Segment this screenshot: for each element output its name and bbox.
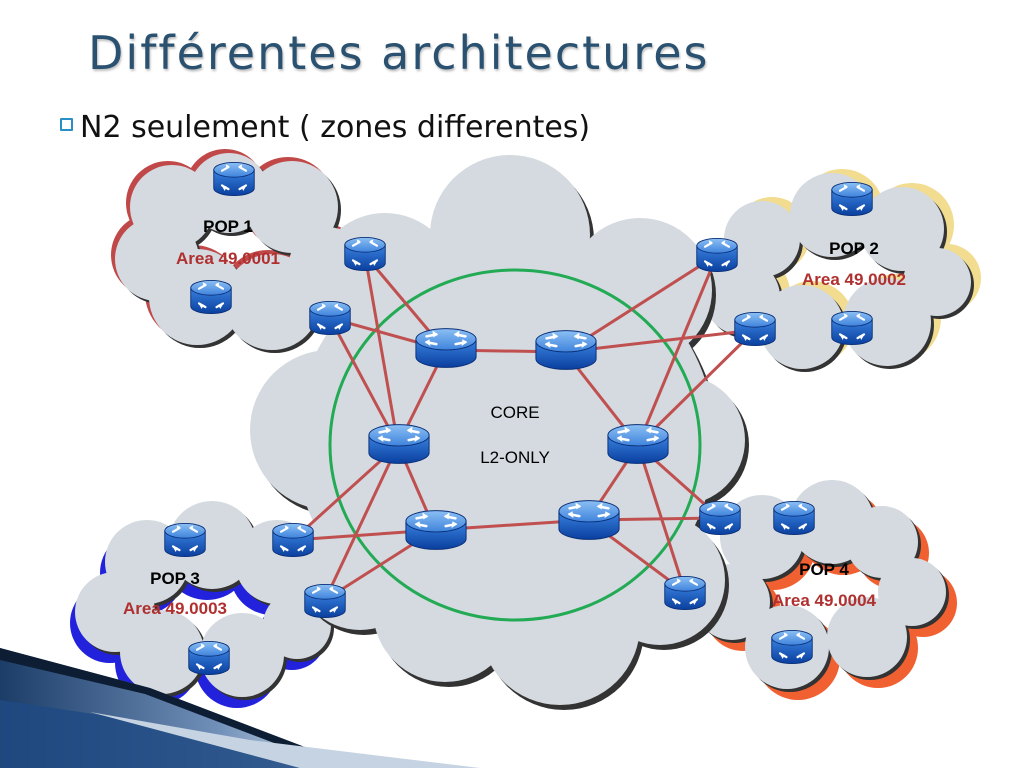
router-icon (772, 500, 816, 536)
router-icon (698, 500, 742, 536)
router-icon (404, 509, 468, 551)
router-icon (271, 522, 315, 558)
router-icon (606, 423, 670, 465)
router-icon (343, 236, 387, 272)
router-icon (830, 181, 874, 217)
slide-subtitle: N2 seulement ( zones differentes) (80, 110, 591, 145)
core-sublabel: L2-ONLY (480, 448, 550, 467)
router-icon (534, 329, 598, 371)
router-icon (557, 499, 621, 541)
core-ring (328, 268, 702, 622)
router-icon (187, 640, 231, 676)
pop1-name: POP 1 (203, 217, 253, 236)
router-icon (733, 311, 777, 347)
pop3-cloud (70, 501, 334, 708)
router-icon (163, 522, 207, 558)
router-icon (303, 583, 347, 619)
corner-swoosh (0, 648, 480, 768)
router-icon (770, 629, 814, 665)
core-label: CORE (490, 403, 539, 422)
router-icon (212, 161, 256, 197)
router-icon (308, 300, 352, 336)
router-icon (695, 237, 739, 273)
pop2-area: Area 49.0002 (802, 270, 906, 289)
router-icon (830, 310, 874, 346)
pop1-area: Area 49.0001 (176, 249, 280, 268)
pop4-name: POP 4 (799, 560, 849, 579)
pop4-area: Area 49.0004 (772, 591, 877, 610)
pop2-name: POP 2 (829, 239, 879, 258)
slide-title: Différentes architectures (88, 26, 710, 80)
router-icon (663, 575, 707, 611)
pop3-name: POP 3 (150, 569, 200, 588)
router-icon (414, 327, 478, 369)
bullet-marker (60, 118, 73, 131)
router-icon (189, 279, 233, 315)
pop3-area: Area 49.0003 (123, 599, 227, 618)
router-icon (367, 423, 431, 465)
